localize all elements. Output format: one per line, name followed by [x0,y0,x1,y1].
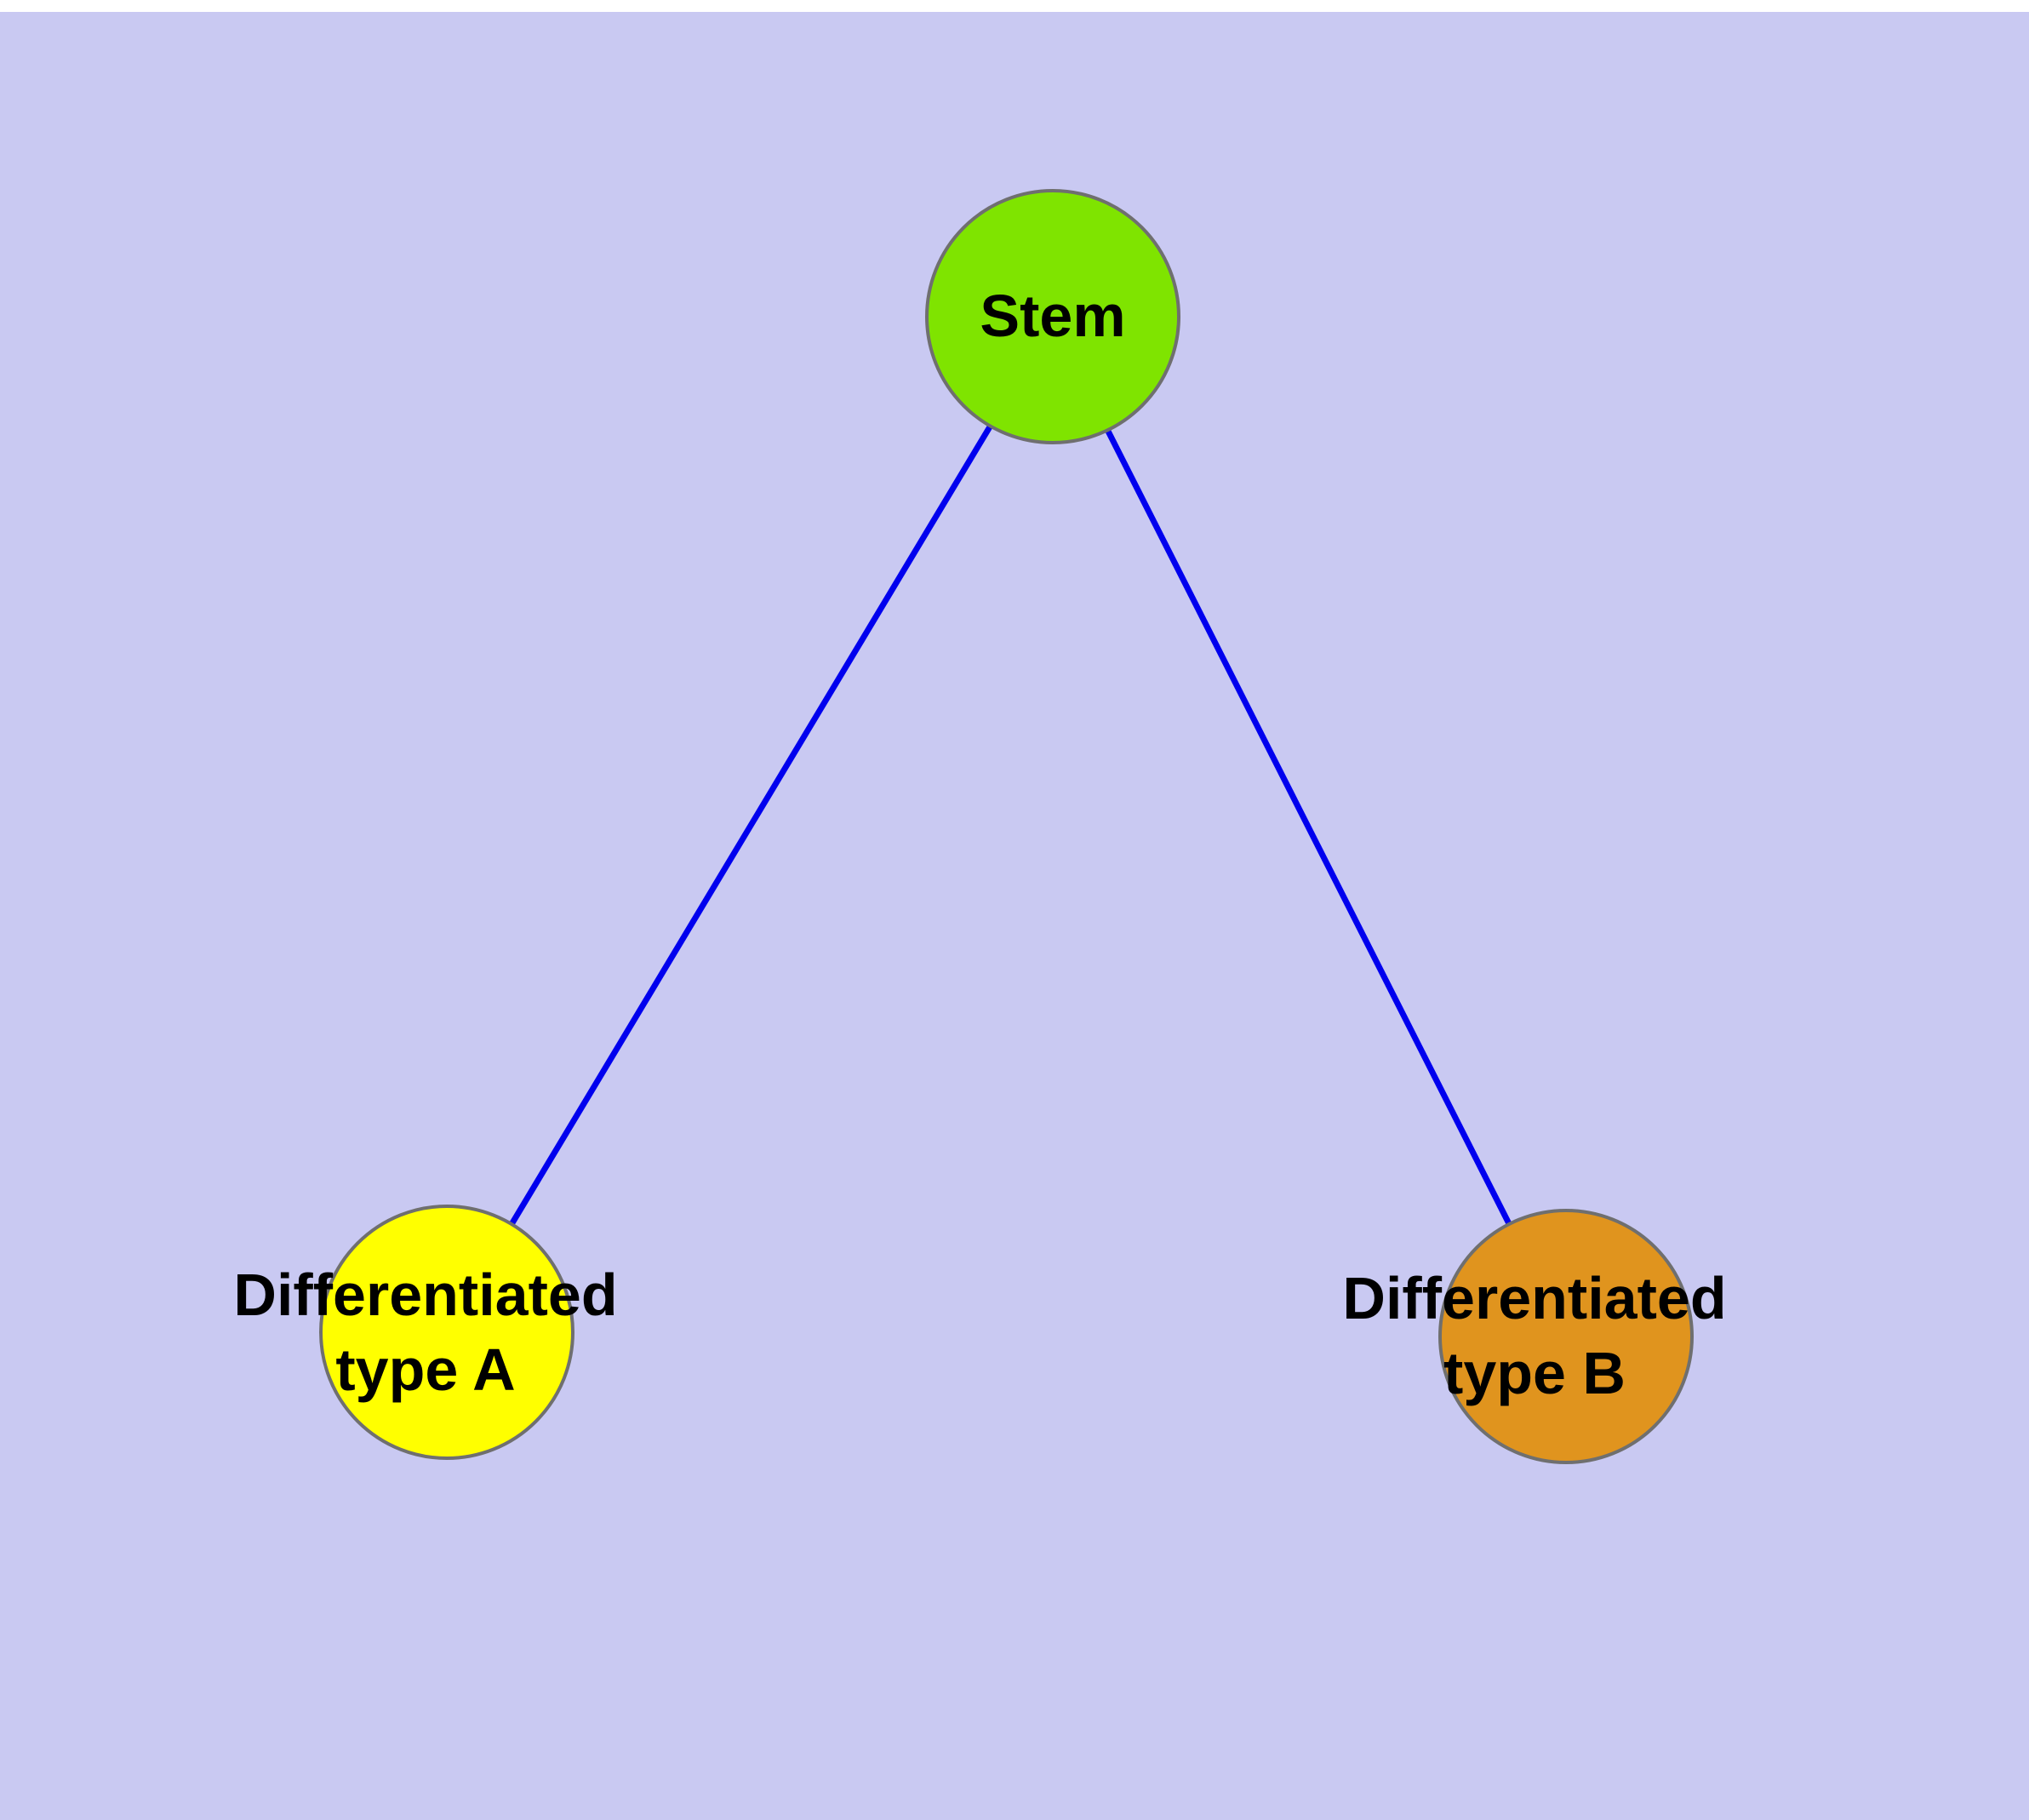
node-stem: Stem [925,189,1180,444]
node-differentiated-type-b-label: Differentiated type B [1342,1265,1727,1406]
edge-stem-to-type-a [443,320,1056,1334]
node-stem-label: Stem [980,283,1126,350]
node-differentiated-type-a [319,1205,574,1460]
node-differentiated-type-b [1438,1209,1694,1464]
edge-stem-to-type-b [1049,320,1569,1338]
node-differentiated-type-a-label: Differentiated type A [233,1262,618,1403]
